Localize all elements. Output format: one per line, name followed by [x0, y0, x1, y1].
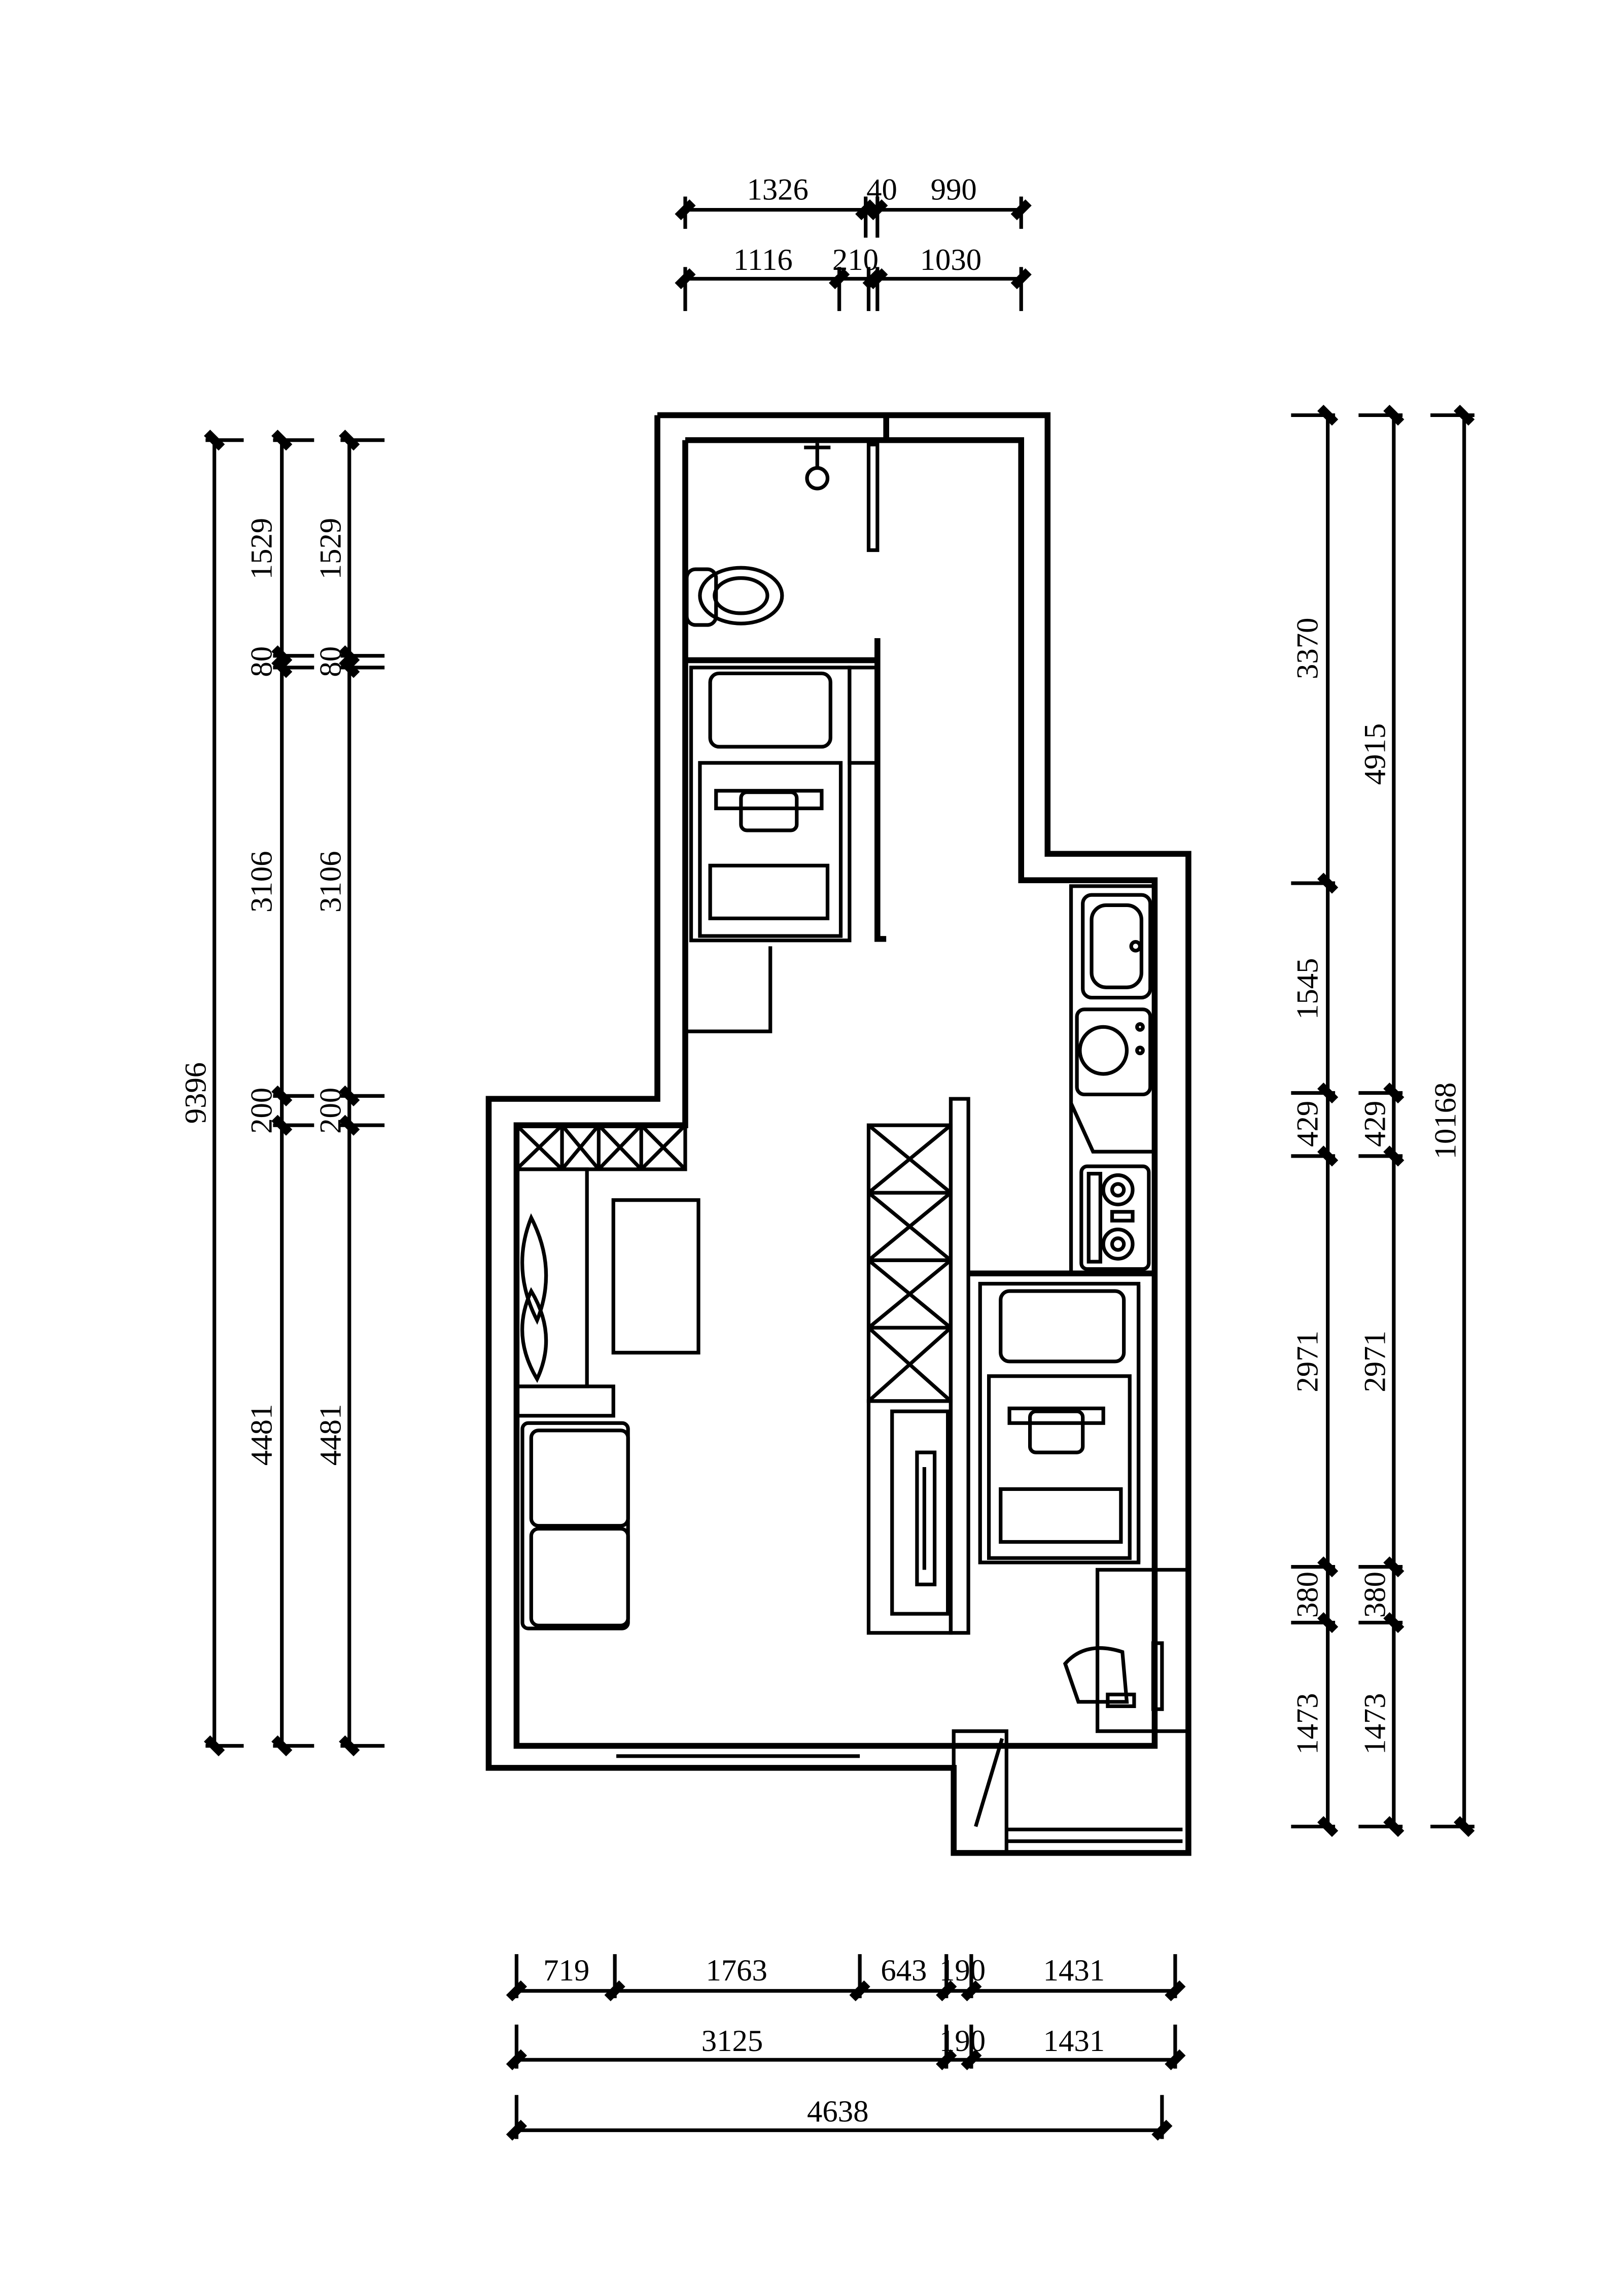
dim-rightB-1: 4915 — [1358, 723, 1392, 785]
dim-top2-c: 1030 — [920, 243, 981, 277]
kitchen-counter — [1069, 884, 1157, 1275]
dim-rightA-4: 2971 — [1290, 1331, 1324, 1392]
dim-bottom2-b: 190 — [939, 2024, 986, 2058]
dim-leftA-1: 1529 — [244, 518, 278, 579]
dim-rightA-6: 1473 — [1290, 1693, 1324, 1754]
dim-leftA-5: 4481 — [244, 1404, 278, 1466]
storage-cabinet-icon — [866, 1123, 953, 1403]
dim-top1-a: 1326 — [747, 172, 808, 206]
desk-alcove — [1096, 1568, 1190, 1733]
sink-icon — [1081, 893, 1152, 1000]
dim-bottom2-a: 3125 — [701, 2024, 763, 2058]
dim-bottom-total: 4638 — [807, 2095, 868, 2129]
dim-leftB-2: 80 — [313, 646, 347, 677]
furniture — [514, 442, 1164, 1711]
tv-cabinet-icon — [866, 1399, 953, 1635]
dimension-labels: 1326 40 990 1116 210 1030 9396 1529 80 3… — [179, 172, 1462, 2129]
dim-right-total: 10168 — [1428, 1083, 1462, 1160]
dim-top1-c: 990 — [931, 172, 977, 206]
dim-left-total: 9396 — [179, 1062, 213, 1124]
dim-leftB-3: 3106 — [313, 851, 347, 912]
dim-bottom1-a: 719 — [543, 1954, 589, 1988]
bedroom1-door-jamb — [685, 946, 773, 1033]
dim-bottom1-c: 643 — [881, 1954, 927, 1988]
partition-wall — [949, 1097, 970, 1635]
dim-top2-b: 210 — [832, 243, 879, 277]
bed-2-icon — [978, 1281, 1141, 1564]
wardrobe-1 — [848, 666, 880, 765]
coffee-table — [611, 1198, 700, 1355]
dim-bottom2-c: 1431 — [1043, 2024, 1105, 2058]
sofa-icon — [520, 1421, 630, 1630]
dim-rightB-4: 380 — [1358, 1572, 1392, 1618]
desk-chair-icon — [1063, 1646, 1136, 1709]
sofa-back-top — [514, 1384, 615, 1418]
dim-rightB-3: 2971 — [1358, 1331, 1392, 1392]
shower-partition — [866, 442, 880, 552]
dim-leftA-3: 3106 — [244, 851, 278, 912]
dim-rightA-5: 380 — [1290, 1572, 1324, 1618]
stove-icon — [1079, 1164, 1151, 1271]
dimension-lines — [204, 196, 1475, 2141]
dim-leftB-5: 4481 — [313, 1404, 347, 1466]
dim-leftB-4: 200 — [313, 1088, 347, 1134]
dim-bottom1-d: 190 — [939, 1954, 986, 1988]
kitchen-corner — [1069, 1102, 1155, 1154]
cabinet-icon — [514, 1123, 687, 1171]
dim-top2-a: 1116 — [733, 243, 793, 277]
dim-leftB-1: 1529 — [313, 518, 347, 579]
desk-lamp-icon — [1151, 1641, 1164, 1711]
dim-top1-b: 40 — [866, 172, 897, 206]
balcony-door-leaf — [974, 1737, 1004, 1827]
dim-rightA-1: 3370 — [1290, 618, 1324, 679]
dim-rightA-3: 429 — [1290, 1101, 1324, 1147]
decor-icon — [520, 1213, 548, 1383]
dim-bottom1-e: 1431 — [1043, 1954, 1105, 1988]
shower-icon — [804, 443, 831, 491]
washing-machine-icon — [1075, 1007, 1152, 1097]
inner-wall — [513, 437, 1158, 1749]
bed-1-icon — [689, 666, 852, 943]
toilet-icon — [685, 566, 784, 627]
dim-rightA-2: 1545 — [1290, 958, 1324, 1019]
dim-bottom1-b: 1763 — [706, 1954, 767, 1988]
dim-rightB-5: 1473 — [1358, 1693, 1392, 1754]
dim-leftA-4: 200 — [244, 1088, 278, 1134]
balcony-door-frame — [952, 1729, 1008, 1855]
dim-rightB-2: 429 — [1358, 1101, 1392, 1147]
dim-leftA-2: 80 — [244, 646, 278, 677]
